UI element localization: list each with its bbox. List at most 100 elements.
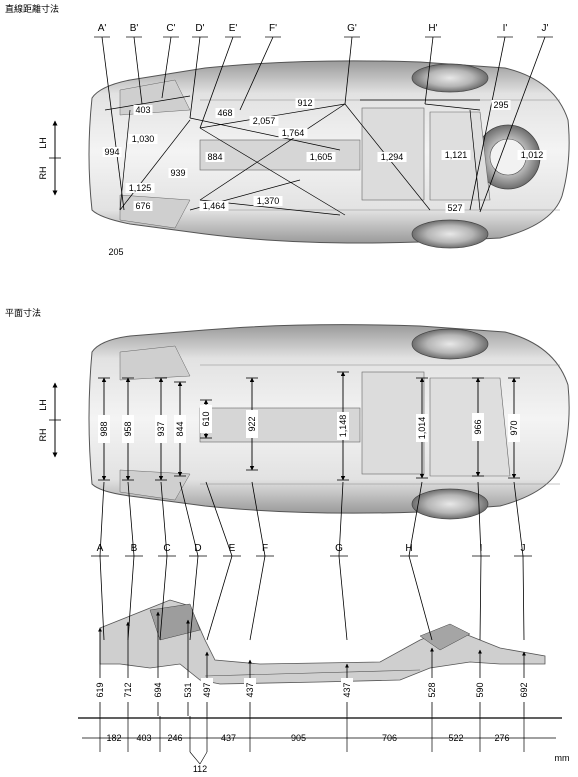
mid-point-label-5: F <box>262 543 268 554</box>
height-dim-bg-3 <box>182 678 194 702</box>
mid-leader-4 <box>205 481 233 641</box>
mid-leader-0 <box>99 481 105 641</box>
plan-dim-bg-7 <box>416 414 428 442</box>
mid-point-label-3: D <box>194 543 201 554</box>
side-label-rh-0: RH <box>38 167 48 180</box>
plan-dim-bg-9 <box>508 414 520 442</box>
height-dim-bg-0 <box>94 678 106 702</box>
top-dim-8-bg <box>205 152 225 162</box>
side-frame-view <box>99 599 546 685</box>
top-dim-16-bg <box>441 150 471 160</box>
top-point-label-0: A' <box>98 23 107 34</box>
plan-dim-8: 966 <box>473 419 483 434</box>
top-leader-2 <box>161 36 172 99</box>
height-dim-bg-8 <box>474 678 486 702</box>
spacing-dim-extra: 112 <box>193 764 207 774</box>
height-dim-6: 437 <box>342 682 352 697</box>
unit-label: mm <box>555 753 570 763</box>
top-leader-0 <box>101 36 125 211</box>
plan-dim-bg-8 <box>472 413 484 441</box>
top-leader-6 <box>344 36 353 105</box>
section-title-plan: 平面寸法 <box>5 309 42 319</box>
plan-dim-bg-6 <box>337 412 349 440</box>
top-wheel-rear-lower <box>411 219 489 249</box>
top-leader-7 <box>424 36 434 105</box>
top-dim-8: 884 <box>207 152 222 162</box>
top-dim-6-bg <box>106 247 126 257</box>
plan-dim-2: 937 <box>156 421 166 436</box>
height-dim-bg-5 <box>244 678 256 702</box>
top-dim-14-bg <box>295 98 315 108</box>
top-dim-1-bg <box>133 105 153 115</box>
top-dim-13-bg <box>306 152 336 162</box>
top-point-label-7: H' <box>428 23 437 34</box>
top-diag-line-12 <box>119 109 131 211</box>
height-dim-1: 712 <box>123 682 133 697</box>
mid-point-label-9: J <box>521 543 526 554</box>
height-dim-bg-4 <box>201 678 213 702</box>
top-dim-10-bg <box>278 128 308 138</box>
top-dim-4: 1,125 <box>129 183 152 193</box>
top-leader-1 <box>133 36 143 105</box>
height-dim-bg-9 <box>518 678 530 702</box>
top-dim-2-bg <box>128 134 158 144</box>
top-point-label-2: C' <box>166 23 175 34</box>
height-dim-bg-2 <box>152 678 164 702</box>
height-dim-2: 694 <box>153 682 163 697</box>
plan-dim-0: 988 <box>99 421 109 436</box>
mid-point-label-4: E <box>229 543 236 554</box>
top-leader-8 <box>469 36 506 211</box>
plan-dim-4: 610 <box>201 411 211 426</box>
top-underbody-view <box>88 60 570 249</box>
top-point-label-8: I' <box>503 23 508 34</box>
plan-dim-bg-1 <box>122 415 134 443</box>
plan-dim-3: 844 <box>175 421 185 436</box>
height-dim-bg-7 <box>426 678 438 702</box>
side-label-lh-0: LH <box>38 137 48 149</box>
plan-wheel-rear-upper <box>411 328 489 360</box>
top-diag-line-8 <box>469 109 481 211</box>
top-diag-line-3 <box>199 103 346 201</box>
plan-dim-7: 1,014 <box>417 417 427 440</box>
side-label-rh-1: RH <box>38 429 48 442</box>
spacing-dim-7: 276 <box>494 733 509 743</box>
top-dim-7-bg <box>215 108 235 118</box>
plan-dim-9: 970 <box>509 420 519 435</box>
top-dim-19: 527 <box>447 203 462 213</box>
height-dim-bg-1 <box>122 678 134 702</box>
top-dim-16: 1,121 <box>445 150 468 160</box>
plan-underbody-view <box>88 324 570 520</box>
top-dim-0-bg <box>102 147 122 157</box>
top-dim-13: 1,605 <box>310 152 333 162</box>
height-dim-9: 692 <box>519 682 529 697</box>
top-dim-14: 912 <box>297 98 312 108</box>
section-title-diagonal: 直線距離寸法 <box>5 5 60 15</box>
top-dim-5: 676 <box>135 201 150 211</box>
plan-dim-bg-4 <box>200 405 212 433</box>
top-diag-line-10 <box>104 95 191 111</box>
top-dim-11: 1,464 <box>203 201 226 211</box>
top-dim-17-bg <box>491 100 511 110</box>
top-dim-9-bg <box>249 116 279 126</box>
plan-dim-1: 958 <box>123 421 133 436</box>
top-leader-5 <box>239 36 274 111</box>
top-point-label-1: B' <box>130 23 139 34</box>
top-dim-11-bg <box>199 201 229 211</box>
mid-leader-8 <box>477 481 482 641</box>
plan-dim-bg-0 <box>98 415 110 443</box>
spacing-extra-leader-1 <box>189 751 201 765</box>
top-point-label-3: D' <box>195 23 204 34</box>
mid-leader-1 <box>127 481 135 641</box>
top-dim-4-bg <box>125 183 155 193</box>
height-dim-0: 619 <box>95 682 105 697</box>
top-dim-15: 1,294 <box>381 152 404 162</box>
spacing-dim-4: 905 <box>291 733 306 743</box>
plan-dim-bg-2 <box>155 415 167 443</box>
spacing-dim-1: 403 <box>136 733 151 743</box>
plan-dim-5: 922 <box>247 416 257 431</box>
top-dim-12-bg <box>253 196 283 206</box>
height-dim-7: 528 <box>427 682 437 697</box>
top-dim-6: 205 <box>108 247 123 257</box>
top-dim-18-bg <box>517 150 547 160</box>
